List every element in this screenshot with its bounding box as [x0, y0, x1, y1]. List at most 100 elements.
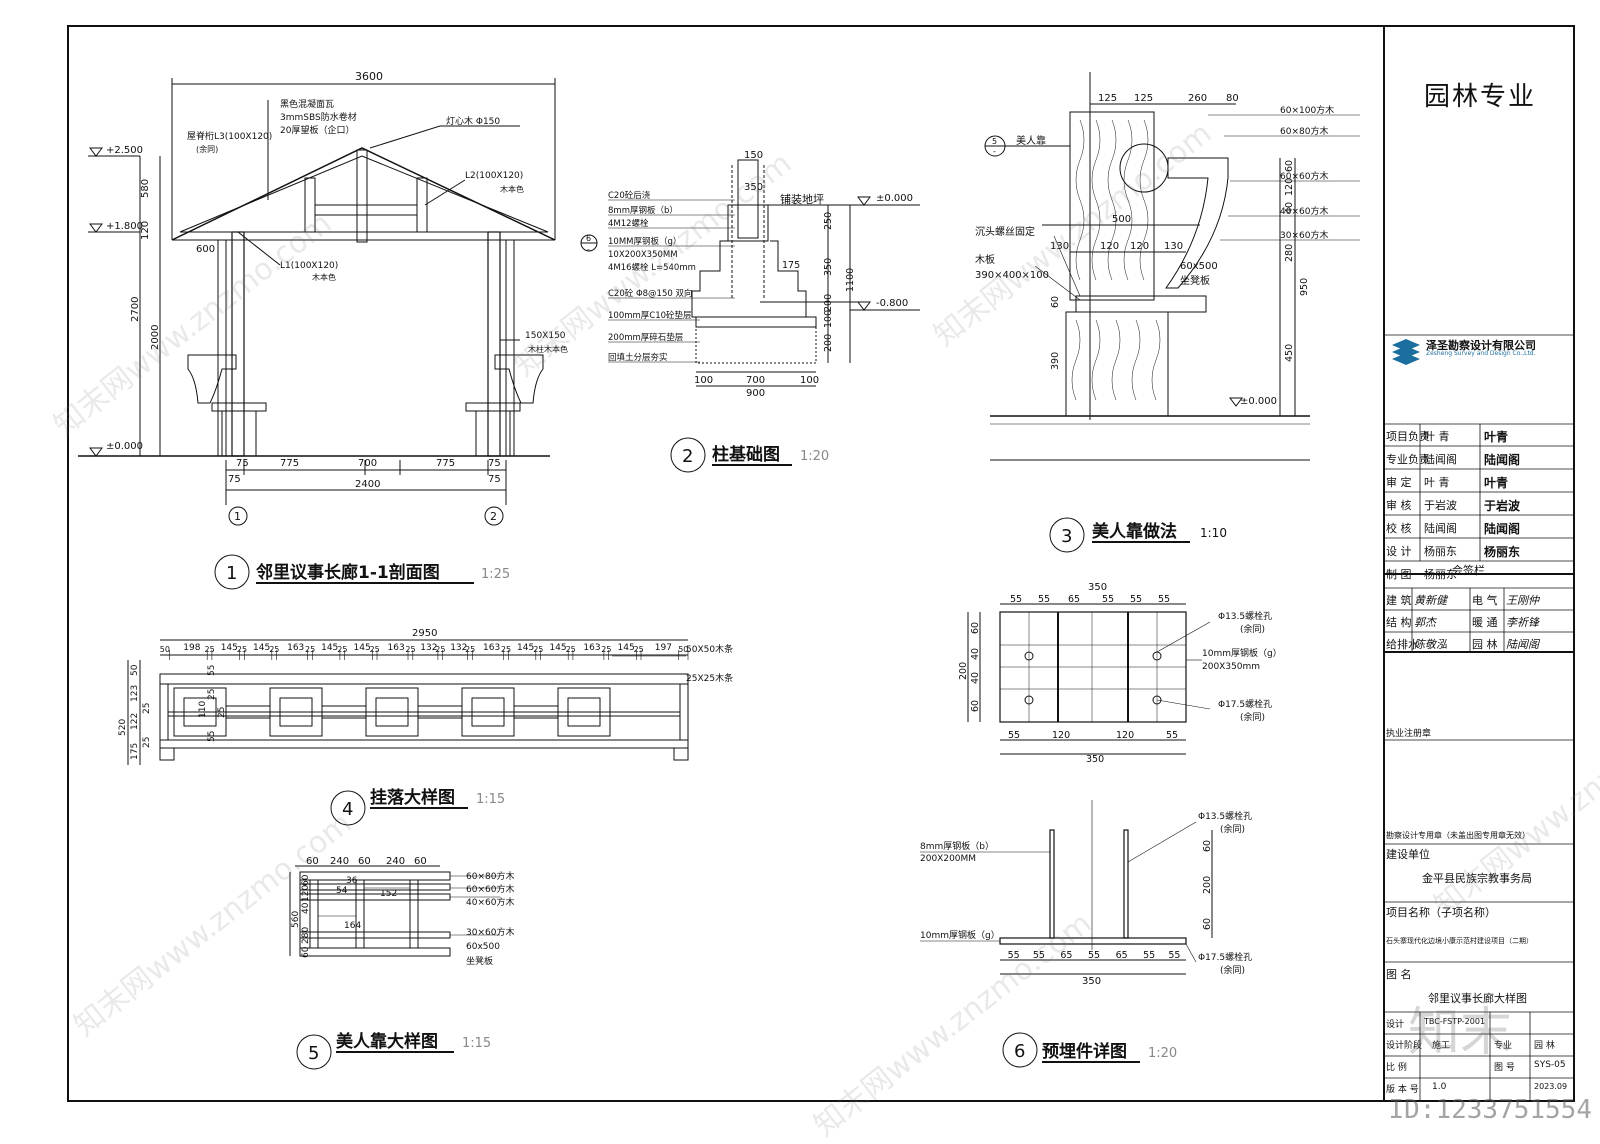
- fascia-dim: 198: [183, 643, 200, 653]
- signature-handwritten: 叶青: [1484, 430, 1509, 444]
- survey-stamp: 勘察设计专用章（未盖出图专用章无效）: [1386, 831, 1530, 840]
- svg-text:C20砼 Φ8@150 双向: C20砼 Φ8@150 双向: [608, 288, 692, 299]
- svg-text:280: 280: [1284, 244, 1295, 262]
- fascia-dim: 132: [450, 643, 467, 653]
- view-3-bench-detail: 125 125 260 80 5 - 美人靠 60×100方木 60×80方木 …: [975, 72, 1360, 553]
- svg-text:木本色: 木本色: [312, 272, 336, 282]
- fascia-dim: 25: [501, 645, 511, 654]
- svg-text:木本色: 木本色: [500, 184, 524, 194]
- plate-dim: 55: [1088, 950, 1100, 961]
- view-2-footing: 150 350 铺装地坪 C20砼后浇 8mm厚钢板（b） 4M12螺栓 10M…: [580, 150, 920, 473]
- svg-text:6: 6: [586, 234, 591, 243]
- svg-text:美人靠: 美人靠: [1016, 134, 1046, 147]
- svg-text:54: 54: [336, 886, 348, 896]
- fascia-lattice-box: [557, 687, 611, 737]
- svg-text:520: 520: [118, 719, 128, 736]
- svg-text:50: 50: [130, 664, 140, 676]
- svg-text:40×60方木: 40×60方木: [466, 896, 514, 908]
- fascia-dim: 25: [237, 645, 247, 654]
- svg-text:木板: 木板: [975, 253, 995, 266]
- svg-text:60: 60: [1284, 160, 1295, 172]
- svg-text:L2(100X120): L2(100X120): [465, 171, 523, 181]
- svg-text:150X150: 150X150: [525, 331, 566, 341]
- svg-text:200mm厚碎石垫层: 200mm厚碎石垫层: [608, 332, 683, 343]
- titleblock-grid: [1384, 334, 1574, 1101]
- svg-text:2400: 2400: [355, 479, 380, 490]
- svg-text:40: 40: [970, 648, 981, 660]
- signature-handwritten: 陆闻阁: [1484, 453, 1521, 467]
- svg-text:2: 2: [490, 510, 497, 523]
- signature-name: 杨丽东: [1424, 568, 1457, 581]
- svg-text:120: 120: [1284, 178, 1295, 196]
- svg-text:600: 600: [196, 244, 215, 255]
- svg-text:10mm厚钢板（g）: 10mm厚钢板（g）: [920, 929, 1000, 941]
- svg-text:-: -: [587, 245, 590, 254]
- svg-text:123: 123: [130, 685, 140, 702]
- svg-text:55: 55: [207, 731, 217, 742]
- svg-text:-: -: [993, 147, 996, 156]
- svg-text:25: 25: [217, 707, 227, 718]
- project-name: 石头寨现代化边境小康示范村建设项目（二期）: [1386, 937, 1533, 945]
- countersign-signature: 黄新健: [1414, 594, 1447, 607]
- svg-text:164: 164: [344, 921, 361, 931]
- svg-text:75: 75: [236, 458, 249, 469]
- svg-text:60: 60: [414, 856, 427, 867]
- svg-text:60x500: 60x500: [1180, 261, 1218, 272]
- plate-dim: 65: [1060, 950, 1072, 961]
- svg-text:450: 450: [1284, 344, 1295, 362]
- fascia-lattice-box: [183, 697, 217, 727]
- signature-role: 校 核: [1386, 522, 1412, 535]
- signature-role: 审 核: [1386, 499, 1412, 512]
- svg-text:175: 175: [782, 260, 800, 271]
- svg-text:4M16螺栓 L=540mm: 4M16螺栓 L=540mm: [608, 262, 696, 273]
- svg-text:80: 80: [1226, 93, 1239, 104]
- svg-text:50X50木条: 50X50木条: [686, 643, 733, 655]
- svg-text:25: 25: [142, 737, 152, 748]
- svg-text:L1(100X120): L1(100X120): [280, 261, 338, 271]
- svg-text:60x500: 60x500: [466, 942, 500, 952]
- svg-text:60: 60: [301, 874, 311, 886]
- svg-text:+2.500: +2.500: [106, 145, 143, 156]
- countersign-title: 会签栏: [1452, 564, 1485, 577]
- svg-text:坐凳板: 坐凳板: [466, 955, 493, 967]
- svg-text:(余同): (余同): [1220, 964, 1245, 976]
- plate-dim: 55: [1143, 950, 1155, 961]
- svg-text:350: 350: [823, 258, 834, 276]
- svg-text:350: 350: [1088, 582, 1107, 593]
- svg-text:25: 25: [142, 703, 152, 714]
- svg-text:10MM厚钢板（g）: 10MM厚钢板（g）: [608, 236, 681, 247]
- svg-text:木柱木本色: 木柱木本色: [528, 344, 568, 354]
- svg-text:130: 130: [1050, 241, 1069, 252]
- svg-text:65: 65: [1068, 594, 1080, 605]
- svg-text:60: 60: [1202, 840, 1213, 852]
- fascia-dim: 25: [405, 645, 415, 654]
- svg-text:60: 60: [301, 946, 311, 958]
- svg-text:60: 60: [970, 622, 981, 634]
- fascia-dim: 145: [221, 643, 238, 653]
- svg-text:+1.800: +1.800: [106, 221, 143, 232]
- svg-text:775: 775: [280, 458, 299, 469]
- svg-text:C20砼后浇: C20砼后浇: [608, 190, 651, 201]
- fascia-dim: 145: [517, 643, 534, 653]
- svg-text:±0.000: ±0.000: [1240, 396, 1277, 407]
- signature-role: 审 定: [1386, 476, 1412, 489]
- svg-text:120: 120: [1130, 241, 1149, 252]
- svg-text:200X200MM: 200X200MM: [920, 854, 976, 864]
- countersign-signature: 李祈锋: [1506, 616, 1539, 629]
- svg-text:900: 900: [746, 388, 765, 399]
- fascia-dim: 25: [337, 645, 347, 654]
- svg-text:2950: 2950: [412, 628, 437, 639]
- svg-text:55: 55: [1130, 594, 1142, 605]
- signature-handwritten: 叶青: [1484, 476, 1509, 490]
- svg-text:390×400×100: 390×400×100: [975, 270, 1049, 281]
- svg-text:(余同): (余同): [196, 144, 218, 154]
- svg-text:(余同): (余同): [1220, 823, 1245, 835]
- svg-text:240: 240: [386, 856, 405, 867]
- svg-text:60×60方木: 60×60方木: [466, 883, 514, 895]
- svg-text:坐凳板: 坐凳板: [1180, 274, 1210, 287]
- plate-dim: 55: [1008, 950, 1020, 961]
- signature-handwritten: 杨丽东: [1484, 545, 1521, 559]
- image-id: ID:1233751554: [1388, 1095, 1593, 1125]
